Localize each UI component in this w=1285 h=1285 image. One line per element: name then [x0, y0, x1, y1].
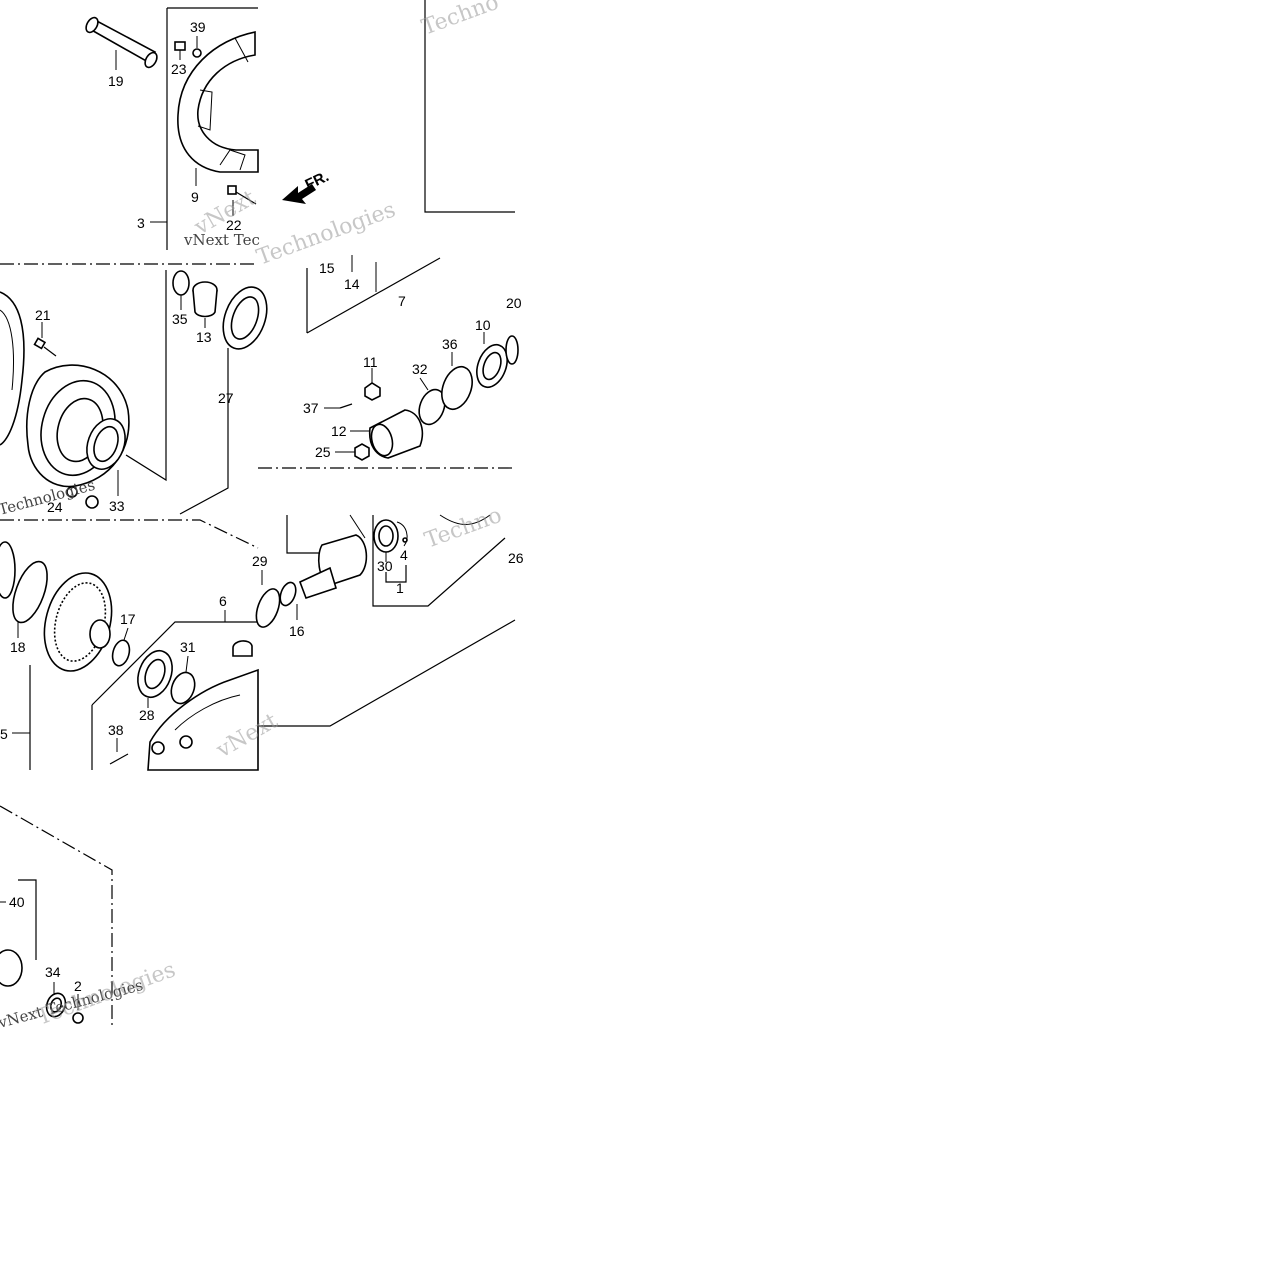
callout-labels: 19 39 23 9 22 3 15 14 7 21 35 13 27 11 3… [0, 19, 524, 994]
callout-24: 24 [47, 499, 63, 515]
callout-26: 26 [508, 550, 524, 566]
callout-11: 11 [363, 354, 378, 370]
callout-31: 31 [180, 639, 196, 655]
callout-23: 23 [171, 61, 187, 77]
callout-37: 37 [303, 400, 319, 416]
callout-4: 4 [400, 547, 408, 563]
brake-shoe-part [177, 31, 259, 186]
callout-9: 9 [191, 189, 199, 205]
callout-20: 20 [506, 295, 522, 311]
final-gear-case-part [147, 640, 259, 771]
callout-12: 12 [331, 423, 347, 439]
panel-differential [0, 805, 113, 1028]
callout-25: 25 [315, 444, 331, 460]
callout-15: 15 [319, 260, 335, 276]
callout-29: 29 [252, 553, 268, 569]
callout-38: 38 [108, 722, 124, 738]
front-direction-label: FR. [303, 168, 332, 194]
callout-5: 5 [0, 726, 8, 742]
bolt-part [174, 36, 202, 60]
callout-39: 39 [190, 19, 206, 35]
callout-18: 18 [10, 639, 26, 655]
ring-gear-part [43, 572, 113, 672]
panel-brake-shoe [85, 0, 515, 250]
callout-16: 16 [289, 623, 305, 639]
callout-28: 28 [139, 707, 155, 723]
callout-21: 21 [35, 307, 51, 323]
pin-part [85, 16, 158, 70]
front-direction-arrow [282, 184, 316, 204]
callout-33: 33 [109, 498, 125, 514]
watermark: vNext Tec [183, 231, 260, 249]
watermark: Techno [422, 503, 506, 554]
sleeve-part [350, 409, 424, 459]
callout-22: 22 [226, 217, 242, 233]
callout-14: 14 [344, 276, 360, 292]
gear-part [476, 332, 508, 389]
panel-case-cover [0, 263, 268, 515]
callout-36: 36 [442, 336, 458, 352]
cover-bolt-part [33, 322, 57, 357]
panel-ring-gear [0, 519, 516, 771]
bearing-part [222, 286, 268, 350]
callout-19: 19 [108, 73, 124, 89]
callout-2: 2 [74, 978, 82, 994]
callout-13: 13 [196, 329, 212, 345]
panel-drive-pinion [255, 514, 506, 628]
callout-10: 10 [475, 317, 491, 333]
panel-output-shaft [258, 255, 519, 469]
watermark: Techno [419, 0, 503, 41]
pinion-gear-part [298, 514, 368, 600]
callout-6: 6 [219, 593, 227, 609]
callout-30: 30 [377, 558, 393, 574]
callout-7: 7 [398, 293, 406, 309]
callout-35: 35 [172, 311, 188, 327]
callout-40: 40 [9, 894, 25, 910]
bushing-part [192, 281, 218, 328]
callout-3: 3 [137, 215, 145, 231]
callout-17: 17 [120, 611, 136, 627]
oil-seal-part [86, 418, 126, 496]
callout-34: 34 [45, 964, 61, 980]
callout-27: 27 [218, 390, 234, 406]
long-bolt-part [227, 185, 257, 216]
callout-1: 1 [396, 580, 404, 596]
callout-32: 32 [412, 361, 428, 377]
